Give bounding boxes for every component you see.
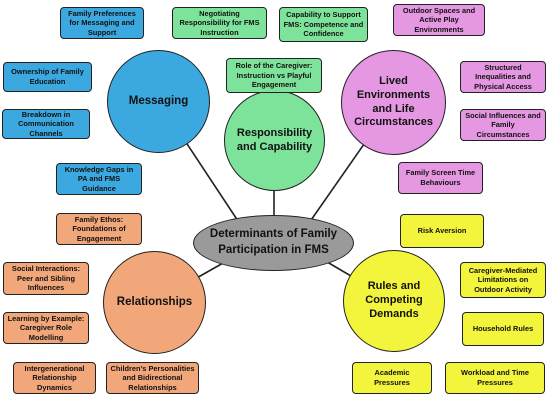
box-knowledge-gaps: Knowledge Gaps in PA and FMS Guidance bbox=[56, 163, 142, 195]
box-negotiating-label: Negotiating Responsibility for FMS Instr… bbox=[179, 8, 260, 37]
theme-rules: Rules and Competing Demands bbox=[343, 250, 445, 352]
central-concept: Determinants of Family Participation in … bbox=[193, 215, 354, 271]
box-family-ethos: Family Ethos: Foundations of Engagement bbox=[56, 213, 142, 245]
box-workload: Workload and Time Pressures bbox=[445, 362, 545, 394]
box-caregiver-mediated: Caregiver-Mediated Limitations on Outdoo… bbox=[460, 262, 546, 298]
box-ownership: Ownership of Family Education bbox=[3, 62, 92, 92]
box-learning-example: Learning by Example: Caregiver Role Mode… bbox=[3, 312, 89, 344]
box-family-preferences-label: Family Preferences for Messaging and Sup… bbox=[68, 8, 136, 37]
box-personalities: Children's Personalities and Bidirection… bbox=[106, 362, 199, 394]
box-learning-example-label: Learning by Example: Caregiver Role Mode… bbox=[7, 313, 85, 342]
theme-responsibility-label: Responsibility and Capability bbox=[236, 126, 313, 153]
box-breakdown: Breakdown in Communication Channels bbox=[2, 109, 90, 139]
box-intergenerational-label: Intergenerational Relationship Dynamics bbox=[24, 363, 85, 392]
box-academic-pressures: Academic Pressures bbox=[352, 362, 432, 394]
box-social-interactions-label: Social Interactions: Peer and Sibling In… bbox=[11, 264, 81, 293]
box-capability-support: Capability to Support FMS: Competence an… bbox=[279, 7, 368, 42]
theme-responsibility: Responsibility and Capability bbox=[224, 90, 325, 191]
box-role-caregiver: Role of the Caregiver: Instruction vs Pl… bbox=[226, 58, 322, 93]
theme-messaging-label: Messaging bbox=[128, 95, 189, 108]
theme-lived-label: Lived Environments and Life Circumstance… bbox=[354, 75, 433, 129]
theme-relationships-label: Relationships bbox=[116, 296, 193, 309]
box-outdoor-spaces-label: Outdoor Spaces and Active Play Environme… bbox=[402, 5, 476, 34]
box-role-caregiver-label: Role of the Caregiver: Instruction vs Pl… bbox=[235, 61, 313, 90]
box-risk-aversion-label: Risk Aversion bbox=[417, 226, 467, 236]
theme-messaging: Messaging bbox=[107, 50, 210, 153]
box-outdoor-spaces: Outdoor Spaces and Active Play Environme… bbox=[393, 4, 485, 36]
theme-rules-label: Rules and Competing Demands bbox=[365, 280, 423, 320]
box-household-rules: Household Rules bbox=[462, 312, 544, 346]
box-knowledge-gaps-label: Knowledge Gaps in PA and FMS Guidance bbox=[64, 164, 134, 193]
box-caregiver-mediated-label: Caregiver-Mediated Limitations on Outdoo… bbox=[468, 265, 538, 294]
box-social-influences-label: Social Influences and Family Circumstanc… bbox=[465, 110, 541, 139]
box-social-interactions: Social Interactions: Peer and Sibling In… bbox=[3, 262, 89, 295]
box-social-influences: Social Influences and Family Circumstanc… bbox=[460, 109, 546, 141]
box-breakdown-label: Breakdown in Communication Channels bbox=[18, 109, 74, 138]
box-family-preferences: Family Preferences for Messaging and Sup… bbox=[60, 7, 144, 39]
box-household-rules-label: Household Rules bbox=[472, 324, 534, 334]
box-ownership-label: Ownership of Family Education bbox=[11, 67, 84, 86]
box-family-ethos-label: Family Ethos: Foundations of Engagement bbox=[72, 214, 126, 243]
box-structured-inequalities-label: Structured Inequalities and Physical Acc… bbox=[474, 62, 532, 91]
box-structured-inequalities: Structured Inequalities and Physical Acc… bbox=[460, 61, 546, 93]
box-capability-support-label: Capability to Support FMS: Competence an… bbox=[283, 10, 364, 39]
theme-relationships: Relationships bbox=[103, 251, 206, 354]
box-negotiating-responsibility: Negotiating Responsibility for FMS Instr… bbox=[172, 7, 267, 39]
box-intergenerational: Intergenerational Relationship Dynamics bbox=[13, 362, 96, 394]
box-risk-aversion: Risk Aversion bbox=[400, 214, 484, 248]
box-personalities-label: Children's Personalities and Bidirection… bbox=[110, 363, 195, 392]
box-screen-time-label: Family Screen Time Behaviours bbox=[405, 168, 476, 187]
central-concept-line-2: Participation in FMS bbox=[218, 244, 329, 256]
box-academic-pressures-label: Academic Pressures bbox=[374, 368, 410, 387]
central-concept-line-1: Determinants of Family bbox=[209, 228, 338, 241]
theme-lived-environments: Lived Environments and Life Circumstance… bbox=[341, 50, 446, 155]
box-workload-label: Workload and Time Pressures bbox=[461, 368, 529, 387]
box-screen-time: Family Screen Time Behaviours bbox=[398, 162, 483, 194]
